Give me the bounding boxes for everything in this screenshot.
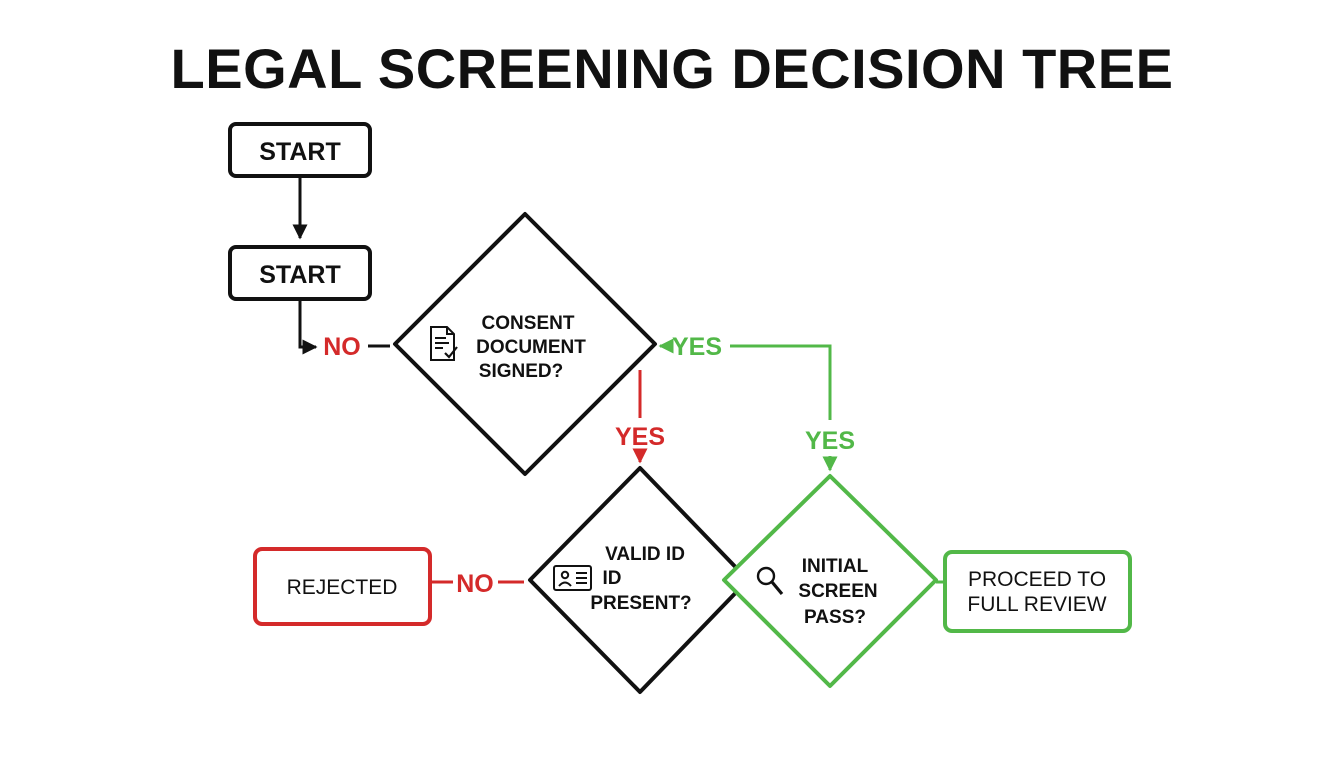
rejected-box[interactable]: REJECTED: [253, 547, 432, 626]
start-box-second-label: START: [259, 261, 340, 289]
start-box-second[interactable]: START: [228, 245, 372, 301]
page-title: LEGAL SCREENING DECISION TREE: [170, 37, 1174, 100]
proceed-line-2: FULL REVIEW: [967, 593, 1106, 616]
edge-label-consent-yes-red: YES: [615, 423, 665, 451]
id-card-icon: [553, 565, 592, 591]
edge-initial-screen-loop: [730, 344, 832, 420]
edge-start-to-no-label: [298, 300, 318, 355]
proceed-box[interactable]: PROCEED TO FULL REVIEW: [943, 550, 1132, 633]
start-box-top-label: START: [259, 138, 340, 166]
magnifier-icon: [756, 566, 784, 596]
rejected-label: REJECTED: [287, 576, 398, 599]
valid-id-line-2: ID: [603, 568, 622, 589]
initial-screen-line-3: PASS?: [804, 607, 866, 628]
start-box-top[interactable]: START: [228, 122, 372, 178]
initial-screen-decision[interactable]: INITIAL SCREEN PASS?: [722, 474, 938, 688]
edge-label-start-no: NO: [323, 333, 361, 361]
initial-screen-line-2: SCREEN: [798, 581, 877, 602]
edge-label-consent-yes-green: YES: [672, 333, 722, 361]
valid-id-line-3: PRESENT?: [590, 593, 691, 614]
consent-line-1: CONSENT: [482, 313, 575, 334]
consent-decision[interactable]: CONSENT DOCUMENT SIGNED?: [393, 212, 657, 476]
consent-line-3: SIGNED?: [479, 361, 563, 382]
consent-line-2: DOCUMENT: [476, 337, 586, 358]
proceed-line-1: PROCEED TO: [968, 568, 1106, 591]
edge-label-valid-id-no: NO: [456, 570, 494, 598]
valid-id-decision[interactable]: VALID ID ID PRESENT?: [528, 466, 750, 694]
edge-label-initial-screen-yes: YES: [805, 427, 855, 455]
valid-id-line-1: VALID ID: [605, 544, 685, 565]
initial-screen-line-1: INITIAL: [802, 556, 869, 577]
document-check-icon: [430, 326, 458, 361]
